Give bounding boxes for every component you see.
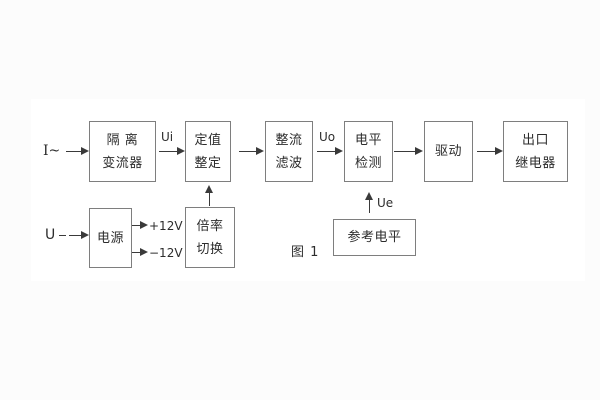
block-label-line: 参考电平	[347, 230, 402, 245]
block-label-line: 定值	[194, 132, 222, 148]
block-label-line: 整定	[194, 155, 222, 171]
signal-ue-label: Ue	[377, 196, 394, 210]
block-label-line: 检测	[354, 155, 382, 171]
arrow-ratio-to-setting	[205, 185, 214, 206]
block-reference-level: 参考电平	[333, 219, 416, 256]
block-output-relay: 出口 继电器	[503, 121, 568, 182]
arrow-power-plus12v	[132, 221, 148, 230]
dash-voltage-input	[59, 235, 66, 236]
signal-ui-label: Ui	[161, 130, 174, 144]
block-drive: 驱动	[424, 121, 473, 182]
arrow-isolation-to-setting	[159, 147, 185, 156]
arrow-rectifier-to-level	[317, 147, 343, 156]
block-label-line: 滤波	[275, 155, 303, 171]
figure-caption: 图 1	[291, 245, 320, 260]
arrow-level-to-drive	[394, 147, 423, 156]
block-ratio-switch: 倍率 切换	[185, 207, 235, 268]
input-current-label: I~	[43, 143, 61, 159]
signal-uo-label: Uo	[319, 130, 336, 144]
block-label-line: 切换	[196, 241, 224, 257]
arrow-reference-ue	[365, 192, 374, 213]
signal-plus12v-label: +12V	[149, 219, 183, 233]
arrow-setting-to-rectifier	[239, 147, 264, 156]
block-label-line: 倍率	[196, 218, 224, 234]
block-label-line: 出口	[521, 132, 549, 148]
block-label-line: 电平	[354, 132, 382, 148]
block-label-line: 电源	[96, 230, 124, 246]
block-rectifier-filter: 整流 滤波	[265, 121, 313, 182]
block-label-line: 继电器	[515, 155, 556, 171]
arrow-drive-to-relay	[477, 147, 503, 156]
block-level-detect: 电平 检测	[344, 121, 393, 182]
block-label-line: 整流	[275, 132, 303, 148]
block-label-line: 变流器	[102, 155, 143, 171]
block-power-supply: 电源	[89, 208, 132, 268]
signal-minus12v-label: −12V	[149, 246, 183, 260]
block-setting-adjust: 定值 整定	[185, 121, 231, 182]
arrow-voltage-to-power	[69, 231, 89, 240]
block-label-line: 驱动	[434, 144, 462, 159]
arrow-current-to-isolation	[66, 147, 89, 156]
block-isolation-transducer: 隔 离 变流器	[89, 121, 156, 182]
input-voltage-label: U	[45, 227, 56, 243]
arrow-power-minus12v	[132, 248, 148, 257]
block-label-line: 隔 离	[106, 132, 139, 148]
